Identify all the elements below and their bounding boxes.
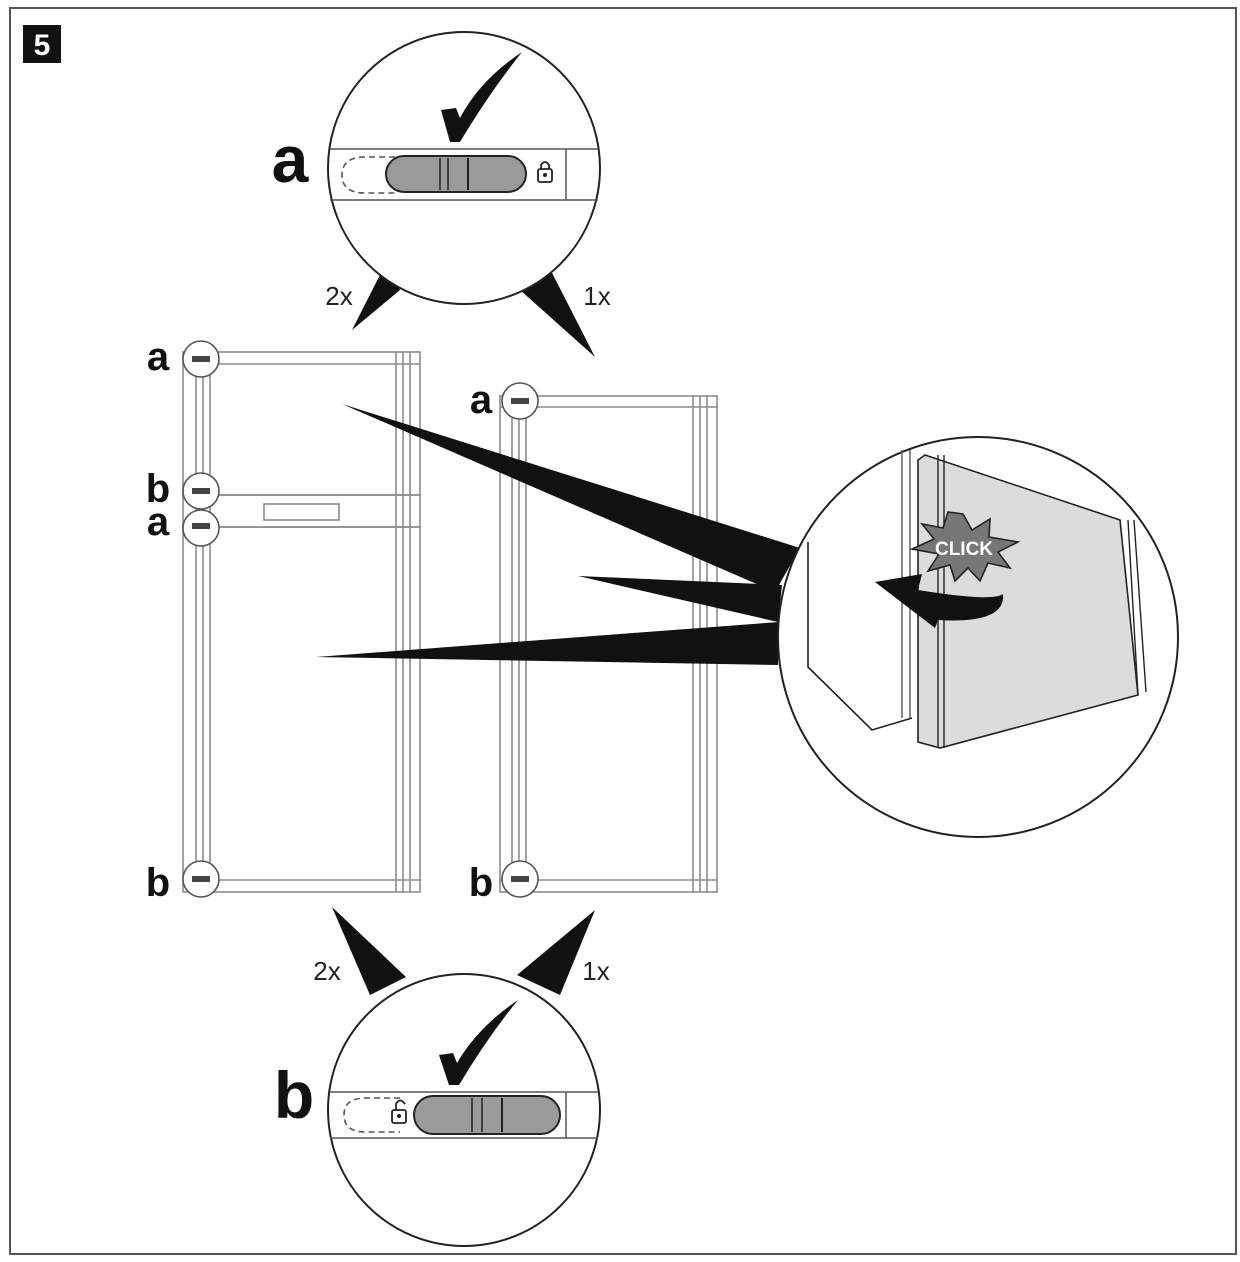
click-text: CLICK xyxy=(935,539,993,560)
appliance-right-latches xyxy=(501,382,539,898)
right-label-bottom-b: b xyxy=(469,861,493,905)
slider-latch-unlocked xyxy=(413,1095,561,1135)
left-label-top-a: a xyxy=(147,335,170,379)
slider-latch-locked xyxy=(385,155,527,193)
callout-bottom-wedges xyxy=(332,907,595,995)
checkmark-icon-bottom xyxy=(439,1000,518,1085)
left-label-bottom-b: b xyxy=(146,861,170,905)
step-badge: 5 xyxy=(23,25,61,63)
right-label-top-a: a xyxy=(470,378,493,422)
count-bottom-left: 2x xyxy=(313,956,340,986)
lock-open-icon xyxy=(391,1099,407,1124)
count-top-left: 2x xyxy=(325,281,352,311)
count-bottom-right: 1x xyxy=(582,956,609,986)
callout-bottom xyxy=(327,973,601,1247)
click-burst: CLICK xyxy=(909,511,1021,583)
lock-closed-icon xyxy=(537,161,553,183)
checkmark-icon xyxy=(441,52,522,142)
step-number: 5 xyxy=(34,29,51,62)
click-pointer-wedges xyxy=(316,404,800,665)
callout-bottom-label: b xyxy=(274,1058,314,1132)
count-top-right: 1x xyxy=(583,281,610,311)
callout-click xyxy=(777,436,1179,838)
curved-arrow-icon xyxy=(875,574,1004,628)
callout-top-label: a xyxy=(272,122,310,196)
left-label-mid-a: a xyxy=(147,500,170,544)
left-label-mid-b: b xyxy=(146,467,170,511)
appliance-left-latches xyxy=(182,340,220,898)
callout-top xyxy=(327,31,601,305)
appliance-left xyxy=(182,351,421,893)
